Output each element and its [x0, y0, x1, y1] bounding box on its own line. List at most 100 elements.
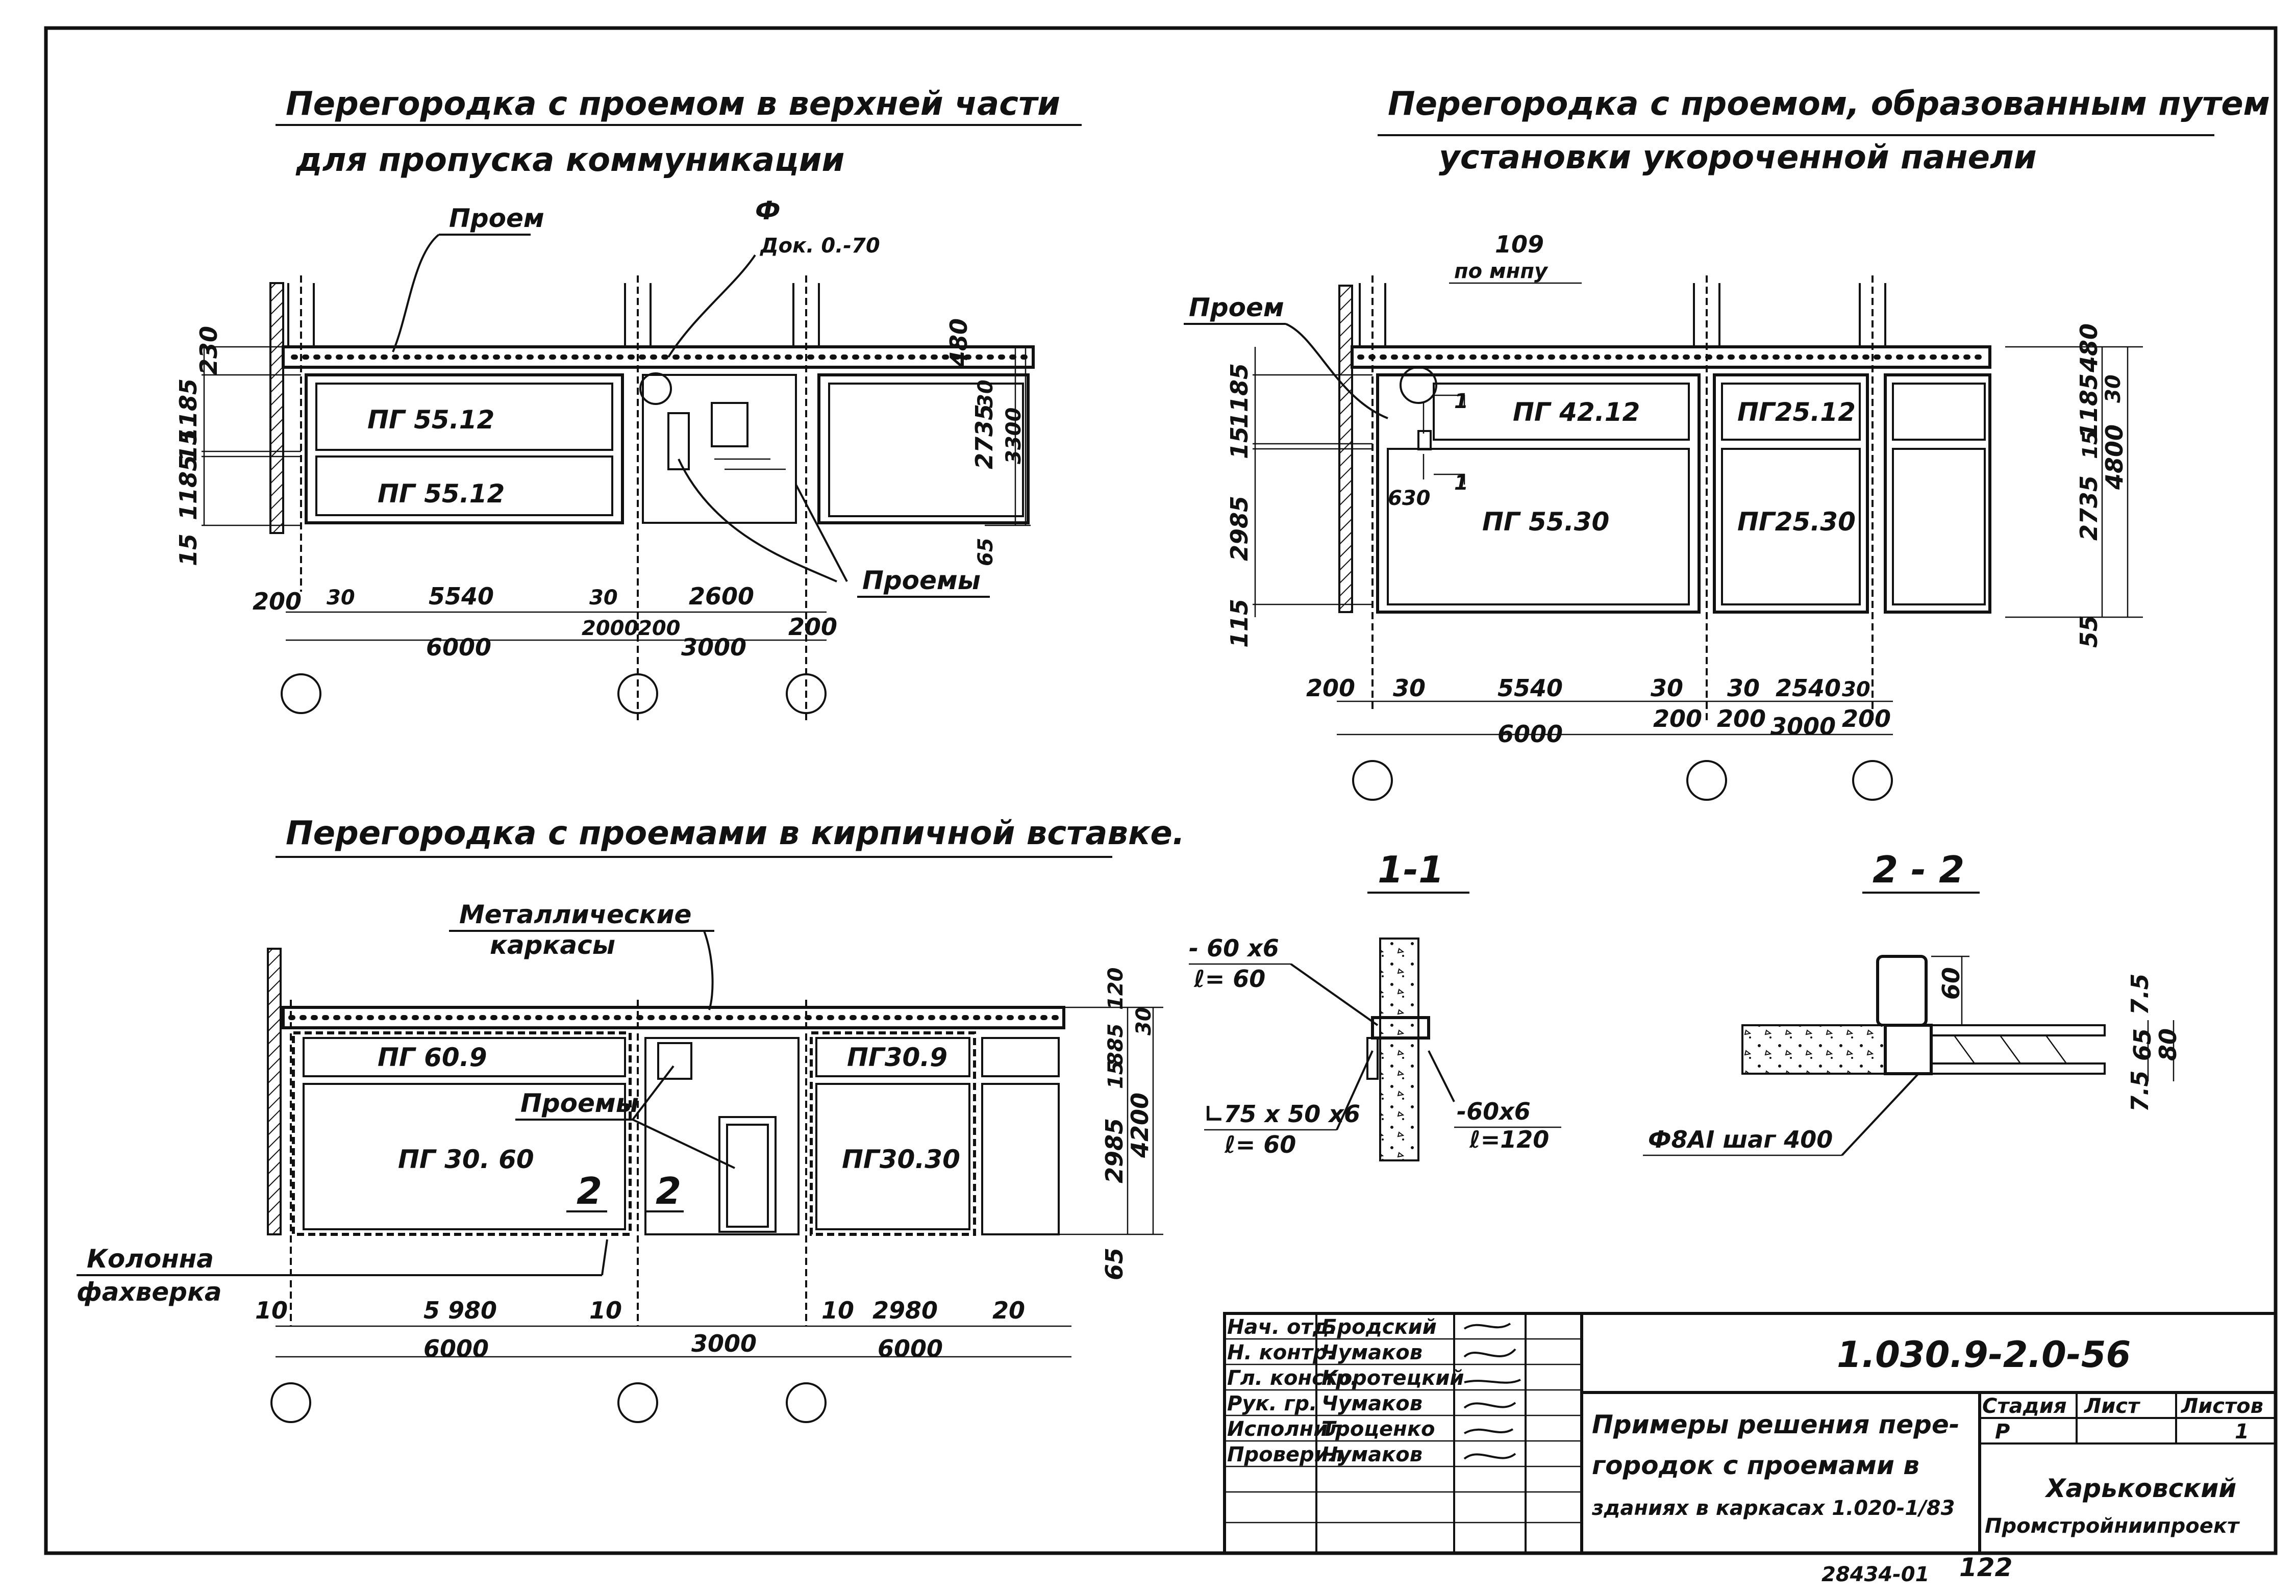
section-2-2: 2 - 2 60 7.5 65 80 7.5 Ф8АI шаг 400: [1643, 848, 2182, 1156]
tr-panel-2: ПГ25.12: [1737, 397, 1856, 427]
tr-dim-200: 200: [1306, 674, 1355, 702]
tr-dim-30a: 30: [1393, 674, 1426, 702]
tr-dim-30: 30: [2102, 374, 2125, 403]
tl-dim-1185b: 1185: [174, 455, 202, 520]
tl-dim-2000: 2000: [582, 617, 638, 640]
s22-rebar: Ф8АI шаг 400: [1648, 1126, 1833, 1153]
tl-proem-label: Проем: [449, 204, 544, 233]
tl-dim-30: 30: [974, 379, 997, 408]
tr-panel-1: ПГ 42.12: [1513, 397, 1640, 427]
s11-c1: -60x6: [1457, 1098, 1531, 1125]
tr-dim-30c: 30: [1727, 674, 1760, 702]
stamp-role-5: Исполнил: [1227, 1417, 1343, 1441]
stamp-name-6: Чумаков: [1321, 1443, 1422, 1466]
diagram-bottom-left: Перегородка с проемами в кирпичной встав…: [77, 815, 1185, 1423]
stamp-sheets: 1: [2235, 1420, 2249, 1443]
stamp-h-sheets: Листов: [2181, 1395, 2263, 1418]
bl-metal-line2: каркасы: [490, 930, 615, 960]
tr-dim-30b: 30: [1651, 674, 1683, 702]
bl-dim-30: 30: [1132, 1007, 1156, 1035]
tr-title-line1: Перегородка с проемом, образованным путе…: [1388, 85, 2270, 123]
stamp-name-4: Чумаков: [1321, 1392, 1422, 1415]
s22-dim-75b: 7.5: [2126, 1071, 2154, 1112]
tr-dim-55: 55: [2075, 615, 2103, 648]
stamp-desc-2: городок с проемами в: [1592, 1451, 1919, 1480]
tl-dim-3300: 3300: [1002, 408, 1026, 464]
tr-panel-4: ПГ25.30: [1737, 507, 1856, 537]
tr-dim-5540: 5540: [1498, 674, 1563, 702]
tl-title-line2: для пропуска коммуникации: [295, 141, 844, 179]
tr-630: 630: [1388, 487, 1431, 510]
tl-proemy-label: Проемы: [862, 566, 981, 595]
tr-dim-200d: 200: [1842, 705, 1891, 732]
bl-metal-line1: Металлические: [459, 900, 691, 929]
s22-dim-75a: 7.5: [2126, 974, 2154, 1016]
tl-dim-2600: 2600: [689, 582, 754, 610]
stamp-name-1: Бродский: [1321, 1315, 1437, 1339]
bl-dim-10a: 10: [255, 1297, 288, 1324]
stamp-name-3: Коротецкий: [1321, 1366, 1464, 1390]
bl-dim-3000: 3000: [691, 1330, 757, 1357]
diagram-top-left: Перегородка с проемом в верхней части дл…: [174, 85, 1082, 724]
tl-dim-5540: 5540: [429, 582, 494, 610]
tr-dim-15: 15: [1226, 426, 1253, 459]
bottom-number: 28434-01: [1821, 1563, 1929, 1586]
tl-dim-1185a: 1185: [174, 378, 202, 444]
bl-section-2b: 2: [656, 1170, 681, 1212]
stamp-code: 1.030.9-2.0-56: [1837, 1334, 2131, 1376]
s22-dim-60: 60: [1937, 967, 1965, 1000]
tr-dim-30d: 30: [1842, 678, 1870, 701]
tr-dim-4800: 4800: [2101, 424, 2128, 490]
diagram-top-right: Перегородка с проемом, образованным путе…: [1184, 85, 2270, 801]
bl-section-2a: 2: [577, 1170, 602, 1212]
tr-title-line2: установки укороченной панели: [1439, 139, 2037, 176]
tl-title-line1: Перегородка с проемом в верхней части: [286, 85, 1060, 123]
tl-dim-30b: 30: [589, 586, 618, 610]
page-number: 122: [1959, 1553, 2012, 1582]
bl-dim-2980: 2980: [872, 1297, 938, 1324]
bl-dim-10b: 10: [589, 1297, 622, 1324]
tl-phi-label: Ф: [755, 196, 781, 225]
tr-panel-3: ПГ 55.30: [1482, 507, 1609, 537]
bl-title: Перегородка с проемами в кирпичной встав…: [286, 815, 1185, 852]
tl-dim-200c: 200: [788, 613, 837, 641]
tr-dim-1185: 1185: [1226, 363, 1253, 428]
tl-dim-2735: 2735: [970, 404, 998, 469]
tr-dim-15r: 15: [2079, 430, 2102, 459]
stamp-role-2: Н. контр.: [1227, 1341, 1335, 1364]
s11-b2: ℓ= 60: [1224, 1131, 1296, 1158]
tl-dim-15a: 15: [174, 429, 202, 462]
bl-panel-1: ПГ 60.9: [378, 1043, 487, 1072]
tl-dim-480: 480: [945, 318, 972, 368]
bl-dim-4200: 4200: [1126, 1093, 1154, 1158]
tr-dim-2540: 2540: [1776, 674, 1841, 702]
bl-panel-3: ПГ 30. 60: [398, 1145, 534, 1174]
tl-dim-200b: 200: [638, 617, 681, 640]
bl-dim-6000b: 6000: [878, 1335, 943, 1362]
tl-dim-230: 230: [195, 326, 222, 375]
bl-dim-65: 65: [1101, 1248, 1128, 1280]
tl-dim-30a: 30: [327, 586, 355, 610]
s22-title: 2 - 2: [1873, 848, 1964, 891]
tr-dim-200c: 200: [1717, 705, 1766, 732]
bl-dim-20: 20: [992, 1297, 1025, 1324]
stamp-h-stage: Стадия: [1982, 1395, 2067, 1418]
s11-c2: ℓ=120: [1469, 1126, 1549, 1153]
bl-panel-4: ПГ30.30: [842, 1145, 960, 1174]
tr-dim-3000: 3000: [1770, 713, 1836, 740]
tr-dim-2985: 2985: [1226, 496, 1253, 561]
bl-dim-6000a: 6000: [423, 1335, 489, 1362]
s11-a2: ℓ= 60: [1193, 965, 1265, 993]
tr-dim-6000: 6000: [1498, 720, 1563, 748]
bl-dim-15: 15: [1104, 1060, 1128, 1089]
bl-dim-5980: 5 980: [423, 1297, 497, 1324]
tl-dim-6000: 6000: [426, 634, 491, 661]
sheet-border: [44, 26, 2278, 1555]
tr-dim-1185: 1185: [2075, 373, 2103, 439]
tr-mark-1a: 1: [1454, 390, 1468, 413]
stamp-h-sheet: Лист: [2084, 1395, 2141, 1418]
bl-dim-2985: 2985: [1101, 1118, 1128, 1183]
tl-dim-65: 65: [974, 538, 997, 566]
stamp-org-1: Харьковский: [2044, 1474, 2236, 1503]
